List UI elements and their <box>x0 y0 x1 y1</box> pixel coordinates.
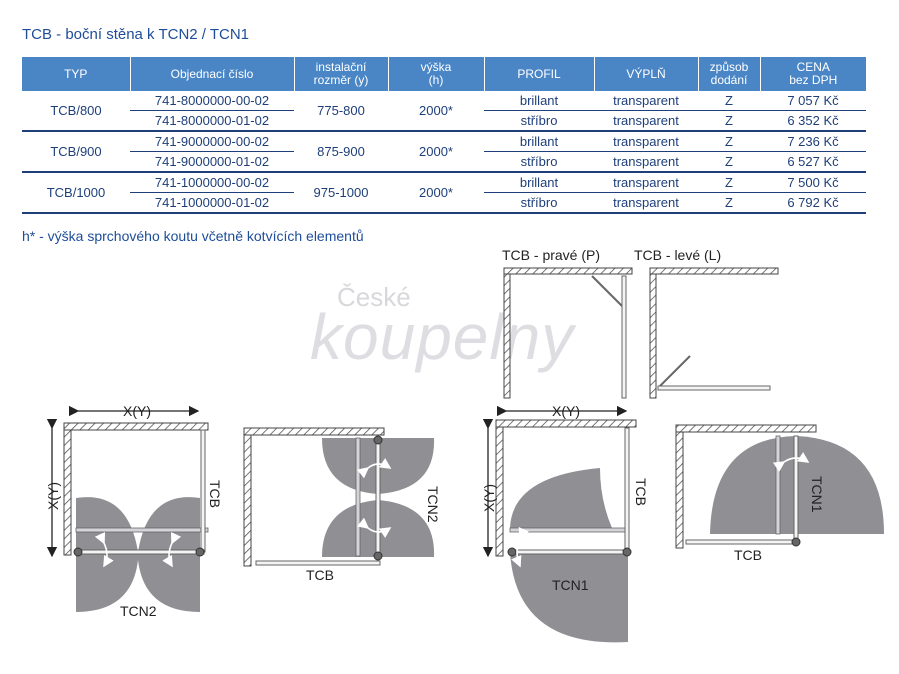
height-footnote: h* - výška sprchového koutu včetně kotví… <box>22 228 364 244</box>
table-row: TCB/1000 741-1000000-00-02 975-1000 2000… <box>22 172 866 214</box>
label-tcn1-3: TCN1 <box>552 577 589 593</box>
cell-profil: stříbro <box>484 151 594 173</box>
cell-rozmer: 775-800 <box>294 91 388 132</box>
cell-cena: 6 352 Kč <box>760 110 866 132</box>
cell-cislo: 741-9000000-01-02 <box>130 151 294 173</box>
cell-cena: 7 236 Kč <box>760 131 866 152</box>
label-xy-top-1: X(Y) <box>123 403 151 419</box>
label-tcb-2: TCB <box>306 567 334 583</box>
cell-cislo: 741-1000000-01-02 <box>130 192 294 214</box>
cell-cena: 7 057 Kč <box>760 91 866 111</box>
cell-vyska: 2000* <box>388 91 484 132</box>
cell-typ: TCB/900 <box>22 131 130 173</box>
diagram-tcb-left <box>649 267 779 399</box>
cell-zpusob: Z <box>698 192 760 214</box>
cell-zpusob: Z <box>698 131 760 152</box>
cell-vypln: transparent <box>594 192 698 214</box>
page-title: TCB - boční stěna k TCN2 / TCN1 <box>22 26 250 43</box>
cell-vypln: transparent <box>594 172 698 193</box>
cell-zpusob: Z <box>698 151 760 173</box>
cell-zpusob: Z <box>698 110 760 132</box>
label-tcb-right: TCB - pravé (P) <box>502 247 600 263</box>
cell-profil: stříbro <box>484 192 594 214</box>
col-vyska: výška(h) <box>388 57 485 91</box>
col-objednaci: Objednací číslo <box>130 57 295 91</box>
col-vyska-line1: výška <box>420 60 452 74</box>
col-zpusob-line2: dodání <box>710 73 748 87</box>
diagram-tcn1-corner <box>482 405 637 643</box>
cell-zpusob: Z <box>698 172 760 193</box>
cell-vyska: 2000* <box>388 131 484 173</box>
col-vyska-line2: (h) <box>428 73 444 87</box>
cell-typ: TCB/800 <box>22 91 130 132</box>
cell-profil: stříbro <box>484 110 594 132</box>
cell-rozmer: 975-1000 <box>294 172 388 214</box>
label-tcb-1: TCB <box>207 480 223 508</box>
label-xy-side-3: X(Y) <box>481 484 497 512</box>
col-cena-line2: bez DPH <box>789 73 838 87</box>
col-vypln: VÝPLŇ <box>594 57 699 91</box>
table-row: 741-8000000-01-02 stříbro transparent Z … <box>22 110 866 132</box>
cell-profil: brillant <box>484 172 594 193</box>
cell-vypln: transparent <box>594 91 698 111</box>
col-typ: TYP <box>22 57 131 91</box>
cell-cislo: 741-1000000-00-02 <box>130 172 294 193</box>
table-row: TCB/900 741-9000000-00-02 875-900 2000* … <box>22 131 866 173</box>
cell-cislo: 741-8000000-00-02 <box>130 91 294 111</box>
col-zpusob-line1: způsob <box>709 60 749 74</box>
cell-vypln: transparent <box>594 151 698 173</box>
cell-cena: 6 792 Kč <box>760 192 866 214</box>
diagram-tcb-right <box>503 267 633 399</box>
label-tcb-left: TCB - levé (L) <box>634 247 721 263</box>
col-cena-line1: CENA <box>796 60 830 74</box>
cell-vyska: 2000* <box>388 172 484 214</box>
watermark-line2: koupelny <box>310 301 575 373</box>
diagram-tcn1-wall <box>675 424 884 549</box>
cell-profil: brillant <box>484 91 594 111</box>
label-tcn2-1: TCN2 <box>120 603 157 619</box>
col-instalacni-line2: rozměr (y) <box>313 73 369 87</box>
label-xy-side-1: X(Y) <box>45 482 61 510</box>
col-profil: PROFIL <box>484 57 595 91</box>
col-instalacni-line1: instalační <box>315 60 367 74</box>
cell-zpusob: Z <box>698 91 760 111</box>
cell-profil: brillant <box>484 131 594 152</box>
label-tcn1-4: TCN1 <box>809 476 825 513</box>
cell-cislo: 741-8000000-01-02 <box>130 110 294 132</box>
cell-vypln: transparent <box>594 131 698 152</box>
cell-vypln: transparent <box>594 110 698 132</box>
diagram-tcn2-corner <box>46 405 209 612</box>
label-tcn2-2: TCN2 <box>425 486 441 523</box>
watermark-line1: České <box>337 282 411 312</box>
label-tcb-3: TCB <box>633 478 649 506</box>
cell-cena: 7 500 Kč <box>760 172 866 193</box>
cell-rozmer: 875-900 <box>294 131 388 173</box>
cell-typ: TCB/1000 <box>22 172 130 214</box>
label-tcb-4: TCB <box>734 547 762 563</box>
table-row: 741-9000000-01-02 stříbro transparent Z … <box>22 151 866 173</box>
diagram-tcn2-wall <box>243 427 435 567</box>
cell-cislo: 741-9000000-00-02 <box>130 131 294 152</box>
table-row: TCB/800 741-8000000-00-02 775-800 2000* … <box>22 91 866 132</box>
label-xy-top-3: X(Y) <box>552 403 580 419</box>
table-row: 741-1000000-01-02 stříbro transparent Z … <box>22 192 866 214</box>
cell-cena: 6 527 Kč <box>760 151 866 173</box>
